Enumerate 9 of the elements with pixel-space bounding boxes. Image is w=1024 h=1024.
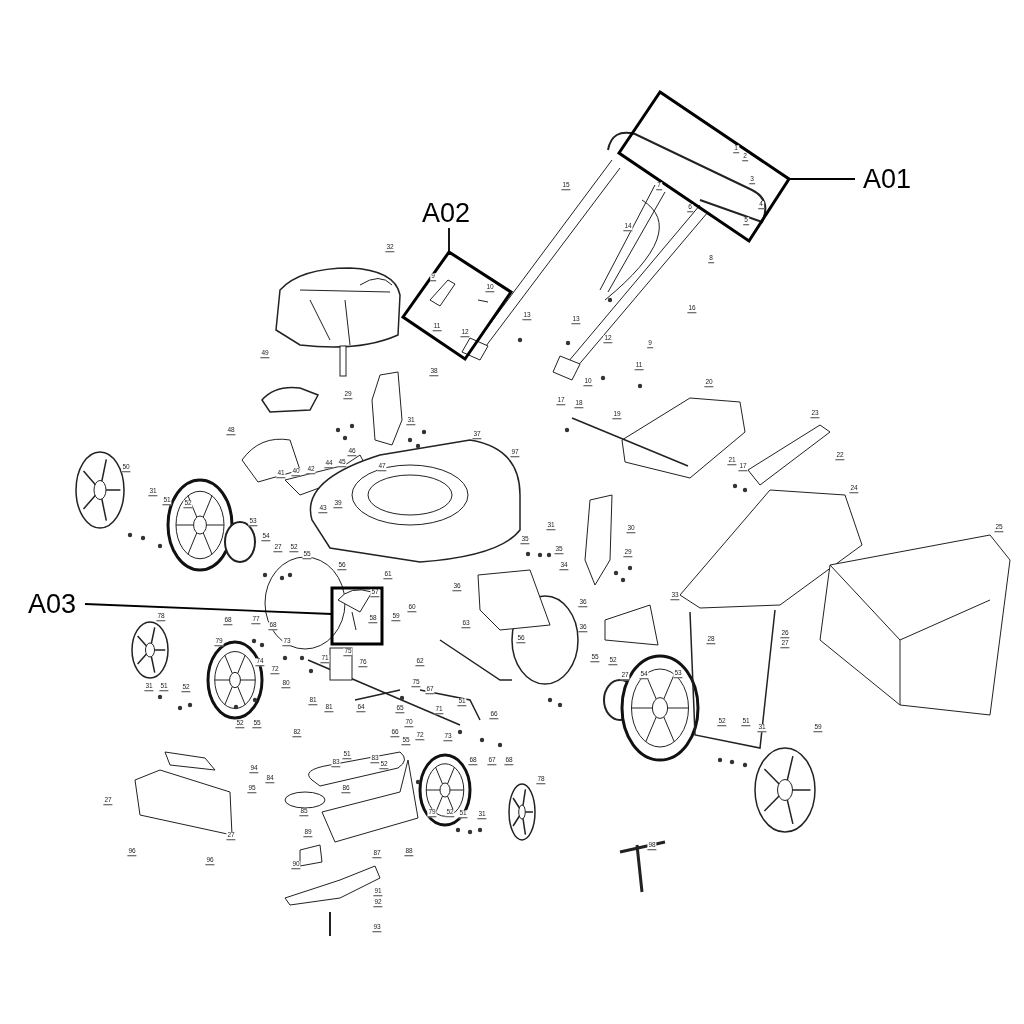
callout-frame xyxy=(619,92,789,241)
leader-line xyxy=(788,178,856,180)
leader-line xyxy=(84,603,333,615)
assembly-label: A03 xyxy=(20,589,84,619)
callout-frame xyxy=(332,588,382,644)
assembly-label: A01 xyxy=(855,164,919,194)
leader-line xyxy=(448,227,450,253)
assembly-label: A02 xyxy=(414,198,478,228)
callout-frame xyxy=(403,252,511,359)
